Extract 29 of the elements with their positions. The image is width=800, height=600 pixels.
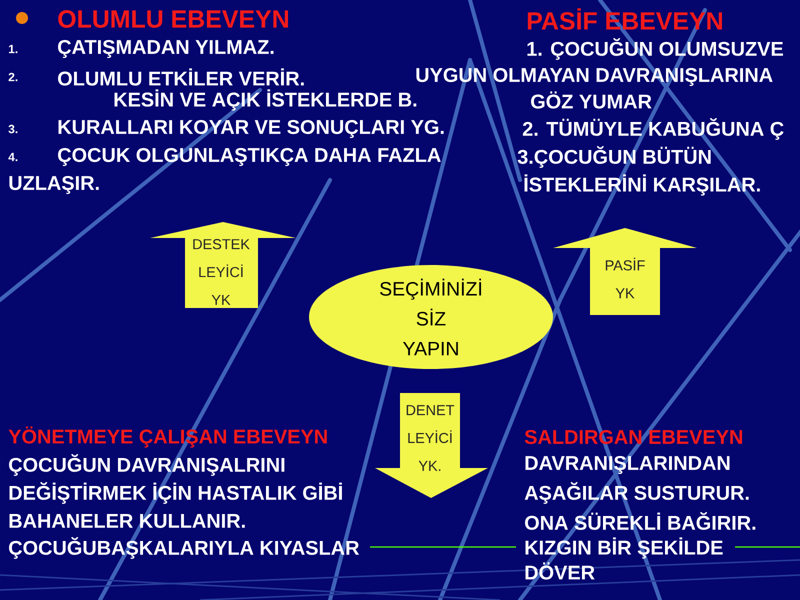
heading: YÖNETMEYE ÇALIŞAN EBEVEYN xyxy=(8,426,327,448)
list-text: DÖVER xyxy=(526,562,595,580)
list-text: AŞAĞILAR SUSTURUR. xyxy=(524,482,749,504)
list-text: UZLAŞIR. xyxy=(9,176,99,194)
list-text: OLUMLU ETKİLER VERİR. xyxy=(58,68,304,86)
list-text: DEĞİŞTİRMEK İÇİN HASTALIK GİBİ xyxy=(10,482,342,504)
list-text: KESİN VE AÇIK İSTEKLERDE B. xyxy=(114,89,416,111)
list-text: DAVRANIŞLARINDAN xyxy=(526,456,730,474)
list-number: 2. xyxy=(8,72,18,82)
list-text: 3.ÇOCUĞUN BÜTÜN xyxy=(518,146,711,168)
heading: OLUMLU EBEVEYN xyxy=(58,10,288,28)
list-number: 1. xyxy=(8,44,18,54)
list-text: 2. TÜMÜYLE KABUĞUNA Ç xyxy=(522,118,784,140)
heading: SALDIRGAN EBEVEYN xyxy=(524,430,742,444)
list-text: ÇOCUĞUBAŞKALARIYLA KIYASLAR xyxy=(9,537,360,559)
list-text: BAHANELER KULLANIR. xyxy=(10,514,245,528)
list-text: GÖZ YUMAR xyxy=(531,91,652,109)
list-number: 4. xyxy=(8,152,18,162)
list-text: KIZGIN BİR ŞEKİLDE xyxy=(526,537,723,559)
list-text: ÇOCUK OLGUNLAŞTIKÇA DAHA FAZLA xyxy=(58,148,441,166)
list-number: 3. xyxy=(8,124,18,134)
heading: PASİF EBEVEYN xyxy=(528,8,722,30)
list-text: UYGUN OLMAYAN DAVRANIŞLARINA xyxy=(416,68,773,86)
list-text: ÇOCUĞUN DAVRANIŞALRINI xyxy=(9,454,284,476)
list-text: KURALLARI KOYAR VE SONUÇLARI YG. xyxy=(58,120,444,138)
list-text: ONA SÜREKLİ BAĞIRIR. xyxy=(525,512,756,530)
list-text: ÇATIŞMADAN YILMAZ. xyxy=(58,40,274,58)
list-text: 1. ÇOCUĞUN OLUMSUZVE xyxy=(527,38,783,60)
list-text: İSTEKLERİNİ KARŞILAR. xyxy=(524,174,760,196)
